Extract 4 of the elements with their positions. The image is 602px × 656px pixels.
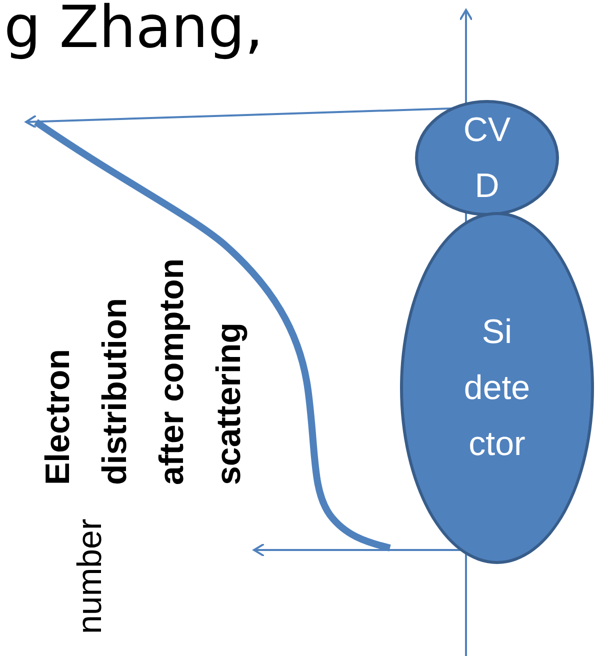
title-text: g Zhang, xyxy=(4,0,264,60)
axis-title: Electron distribution after compton scattering xyxy=(38,257,249,485)
cvd-ellipse: CV D xyxy=(415,100,559,216)
si-detector-ellipse: Si dete ctor xyxy=(400,212,594,564)
